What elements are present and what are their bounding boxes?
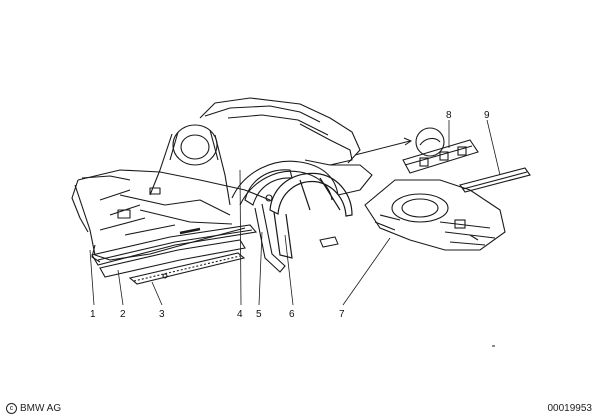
part-7-rear-floor (364, 179, 506, 251)
part-3-sill-strip (128, 252, 246, 285)
document-id: 00019953 (547, 403, 593, 414)
callout-7: 7 (339, 309, 345, 320)
callout-leaders (89, 119, 501, 306)
callout-3: 3 (159, 309, 165, 320)
arrow-leader-to-part-8 (354, 137, 413, 156)
part-9-rear-strip (459, 167, 531, 193)
copyright-owner: BMW AG (20, 403, 62, 414)
callout-9: 9 (484, 110, 490, 121)
callout-2: 2 (120, 309, 126, 320)
callout-1: 1 (90, 309, 96, 320)
copyright-notice: c BMW AG (6, 403, 61, 414)
copyright-icon: c (6, 403, 17, 414)
callout-8: 8 (446, 110, 452, 121)
part-2-side-sill (91, 224, 258, 278)
part-8-cross-member (402, 127, 479, 174)
part-6-wheel-arch (269, 172, 353, 259)
car-body-shell (71, 97, 373, 263)
callout-4: 4 (237, 309, 243, 320)
small-cover-plate (319, 236, 339, 248)
callout-6: 6 (289, 309, 295, 320)
part-5-inner-wheel-arch (244, 169, 293, 273)
callout-5: 5 (256, 309, 262, 320)
